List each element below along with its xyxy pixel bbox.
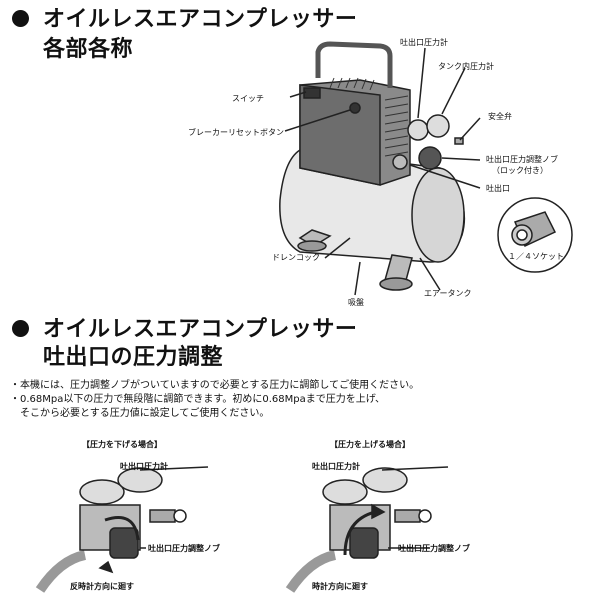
- label-breaker: ブレーカーリセットボタン: [188, 128, 284, 137]
- right-gauge-label: 吐出口圧力計: [312, 462, 360, 471]
- section2-heading: オイルレスエアコンプレッサー: [12, 316, 357, 344]
- left-figure-caption: 【圧力を下げる場合】: [82, 440, 162, 449]
- label-socket: １／４ソケット: [508, 252, 564, 261]
- bullet-icon: [12, 10, 29, 27]
- label-tank: エアータンク: [424, 289, 472, 298]
- label-gauge-tank: タンク内圧力計: [438, 62, 494, 71]
- section1-subtitle: 各部各称: [43, 37, 134, 62]
- label-intake: 吸盤: [348, 298, 364, 307]
- right-figure-caption: 【圧力を上げる場合】: [330, 440, 410, 449]
- left-direction-label: 反時計方向に廻す: [70, 582, 134, 591]
- label-outlet: 吐出口: [486, 184, 510, 193]
- left-knob-label: 吐出口圧力調整ノブ: [148, 544, 220, 553]
- label-drain: ドレンコック: [272, 253, 320, 262]
- label-gauge-out: 吐出口圧力計: [400, 38, 448, 47]
- bullet-icon: [12, 320, 29, 337]
- label-safety: 安全弁: [488, 112, 512, 121]
- left-gauge-label: 吐出口圧力計: [120, 462, 168, 471]
- right-knob-label: 吐出口圧力調整ノブ: [398, 544, 470, 553]
- note-line-2: ・0.68Mpa以下の圧力で無段階に調節できます。初めに0.68Mpaまで圧力を…: [10, 394, 386, 405]
- section2-subtitle: 吐出口の圧力調整: [43, 345, 224, 370]
- label-knob: 吐出口圧力調整ノブ: [486, 155, 558, 164]
- section2-title-line1: オイルレスエアコンプレッサー: [43, 317, 358, 342]
- label-switch: スイッチ: [232, 94, 264, 103]
- right-direction-label: 時計方向に廻す: [312, 582, 368, 591]
- note-line-1: ・本機には、圧力調整ノブがついていますので必要とする圧力に調節してご使用ください…: [10, 380, 420, 391]
- note-line-3: そこから必要とする圧力値に設定してご使用ください。: [10, 408, 270, 419]
- section1-title-line1: オイルレスエアコンプレッサー: [43, 7, 358, 32]
- section1-heading: オイルレスエアコンプレッサー: [12, 6, 357, 34]
- label-knob-sub: （ロック付き）: [492, 166, 548, 175]
